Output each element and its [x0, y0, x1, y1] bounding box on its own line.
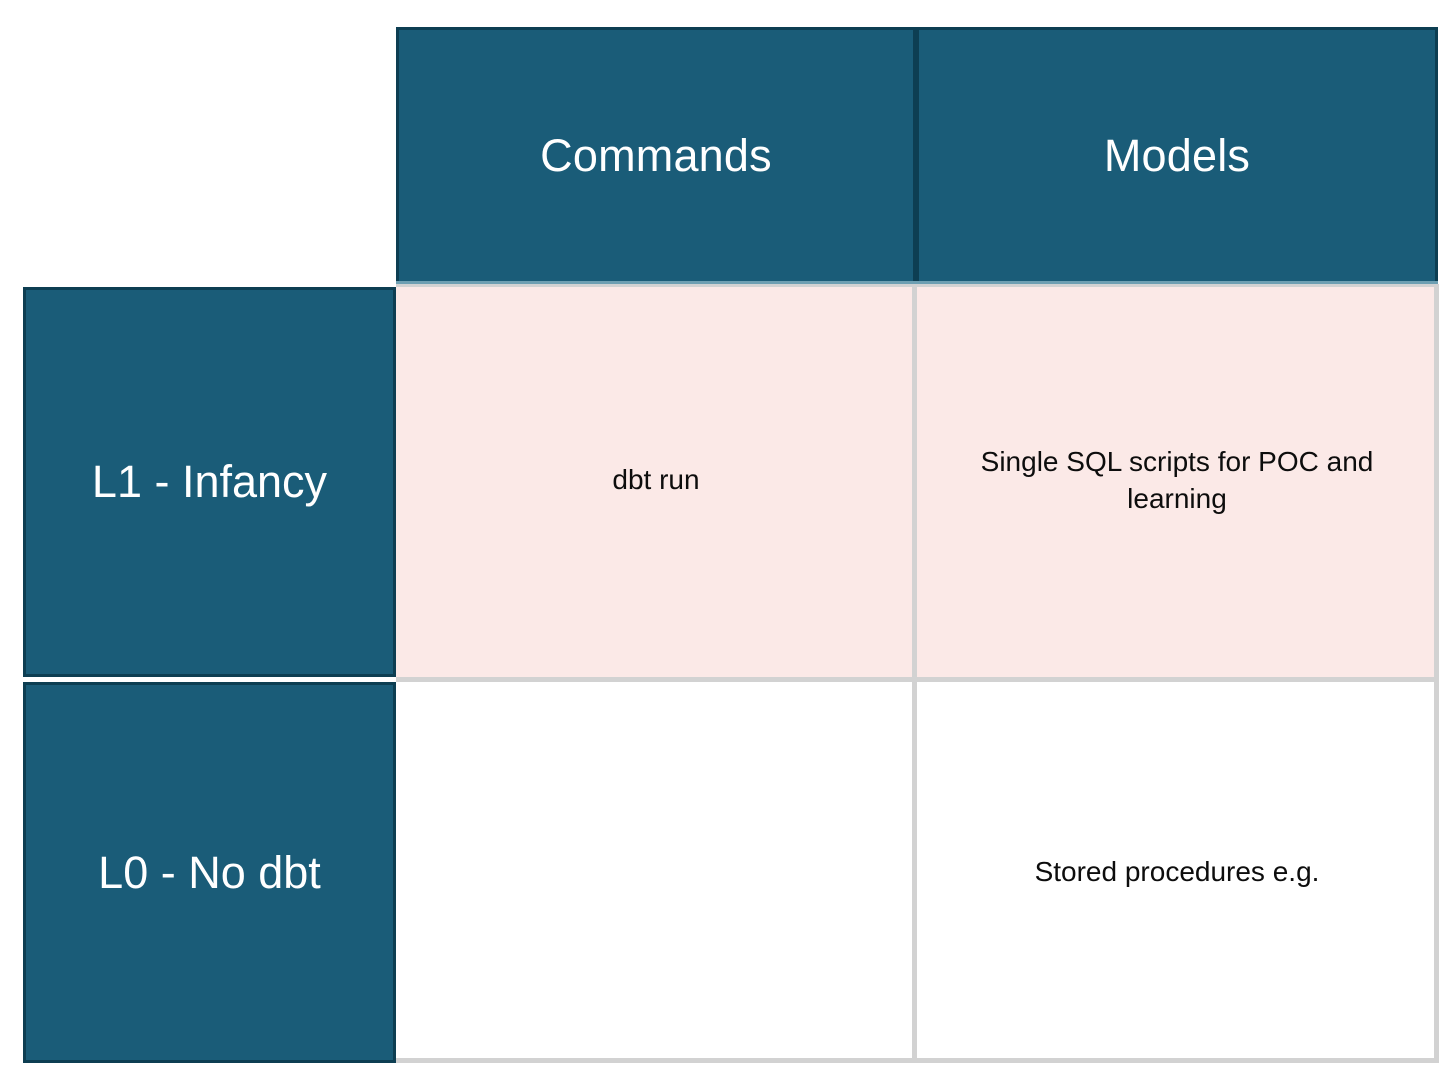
table-cell-l0-commands: [396, 681, 916, 1063]
column-header-commands: Commands: [396, 27, 916, 284]
row-header-l1-infancy: L1 - Infancy: [23, 287, 396, 677]
gridline-row-divider: [396, 677, 1439, 682]
gridline-column-divider-row1: [912, 284, 917, 677]
table-cell-text: Single SQL scripts for POC and learning: [980, 446, 1374, 514]
gridline-body-right: [1434, 284, 1439, 1063]
table-cell-l1-models: Single SQL scripts for POC and learning: [916, 284, 1438, 677]
table-corner-cell: [0, 0, 396, 287]
table-cell-text: dbt run: [612, 464, 700, 496]
header-underline-divider: [396, 281, 1438, 284]
gridline-body-top: [396, 284, 1439, 287]
table-cell-l1-commands: dbt run: [396, 284, 916, 677]
gridline-body-bottom: [396, 1058, 1439, 1063]
column-header-models: Models: [916, 27, 1438, 284]
table-cell-text: Stored procedures e.g.: [1034, 855, 1320, 887]
table-cell-l0-models: Stored procedures e.g.: [916, 681, 1438, 1063]
gridline-column-divider-row2: [912, 681, 917, 1063]
row-header-l0-no-dbt: L0 - No dbt: [23, 682, 396, 1063]
